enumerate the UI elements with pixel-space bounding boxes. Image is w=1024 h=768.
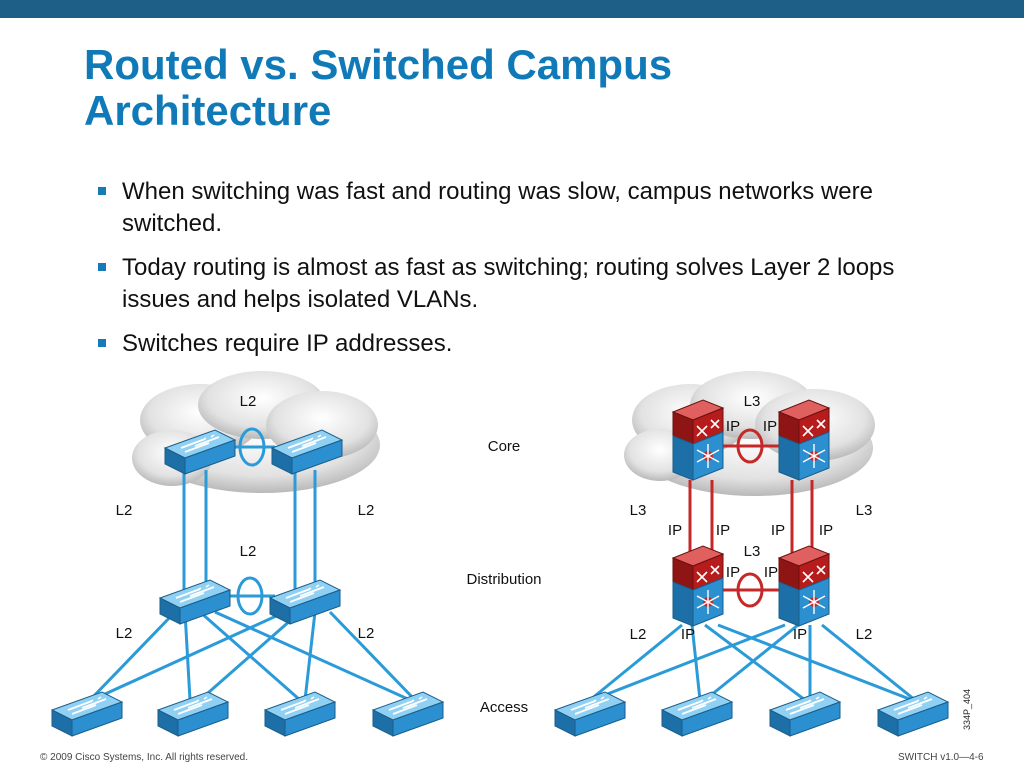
top-banner [0, 0, 1024, 18]
right-access-switch-3 [769, 691, 841, 737]
left-access-switch-3 [264, 691, 336, 737]
figure-id: 334P_404 [962, 689, 972, 730]
left-access-switch-1 [51, 691, 123, 737]
bullet-square-icon [98, 339, 106, 347]
right-dist-ip-left: IP [726, 564, 740, 581]
access-layer-label: Access [480, 699, 528, 716]
bullet-text: Today routing is almost as fast as switc… [122, 254, 895, 313]
left-access-switch-2 [157, 691, 229, 737]
bullet-square-icon [98, 187, 106, 195]
right-distribution-l3-switch-1 [672, 545, 724, 627]
left-dist-label: L2 [240, 543, 257, 560]
right-dist-ip-right: IP [764, 564, 778, 581]
bullet-item: Switches require IP addresses. [96, 328, 956, 360]
core-layer-label: Core [488, 438, 521, 455]
right-core-dist-label-right: L3 [856, 502, 873, 519]
right-dist-bottom-ip-right: IP [793, 626, 807, 643]
right-core-distribution-links [688, 428, 814, 608]
left-core-dist-label-left: L2 [116, 502, 133, 519]
left-distribution-switch-2 [269, 579, 341, 625]
left-core-distribution-links [182, 427, 317, 590]
footer-copyright: © 2009 Cisco Systems, Inc. All rights re… [40, 752, 249, 763]
right-core-l3-switch-1 [672, 399, 724, 481]
right-core-dist-label-left: L3 [630, 502, 647, 519]
left-core-dist-label-right: L2 [358, 502, 375, 519]
bullet-item: When switching was fast and routing was … [96, 176, 956, 240]
distribution-layer-label: Distribution [466, 571, 541, 588]
left-dist-access-label-left: L2 [116, 625, 133, 642]
right-dist-access-label-right: L2 [856, 626, 873, 643]
right-core-cloud [624, 371, 875, 496]
right-core-ip-left: IP [726, 418, 740, 435]
right-dist-label: L3 [744, 543, 761, 560]
right-link-ip-4: IP [819, 522, 833, 539]
bullet-square-icon [98, 263, 106, 271]
bullet-text: Switches require IP addresses. [122, 330, 453, 357]
left-distribution-switch-1 [159, 579, 231, 625]
bullet-text: When switching was fast and routing was … [122, 178, 873, 237]
footer-course: SWITCH v1.0—4-6 [898, 752, 984, 763]
title-line-2: Architecture [84, 87, 332, 134]
right-link-ip-1: IP [668, 522, 682, 539]
left-access-switch-4 [372, 691, 444, 737]
left-core-cloud [132, 371, 380, 493]
slide-title: Routed vs. Switched Campus Architecture [84, 42, 964, 134]
right-access-switch-4 [877, 691, 949, 737]
right-distribution-access-links [589, 623, 916, 702]
right-core-l3-switch-2 [778, 399, 830, 481]
right-core-ip-right: IP [763, 418, 777, 435]
right-core-label: L3 [744, 393, 761, 410]
right-access-switch-2 [661, 691, 733, 737]
right-dist-access-label-left: L2 [630, 626, 647, 643]
right-link-ip-2: IP [716, 522, 730, 539]
left-dist-access-label-right: L2 [358, 625, 375, 642]
right-distribution-l3-switch-2 [778, 545, 830, 627]
left-core-label: L2 [240, 393, 257, 410]
bullet-item: Today routing is almost as fast as switc… [96, 252, 956, 316]
right-link-ip-3: IP [771, 522, 785, 539]
title-line-1: Routed vs. Switched Campus [84, 41, 673, 88]
bullet-list: When switching was fast and routing was … [96, 176, 956, 372]
right-access-switch-1 [554, 691, 626, 737]
left-distribution-links [88, 576, 417, 702]
right-dist-bottom-ip-left: IP [681, 626, 695, 643]
